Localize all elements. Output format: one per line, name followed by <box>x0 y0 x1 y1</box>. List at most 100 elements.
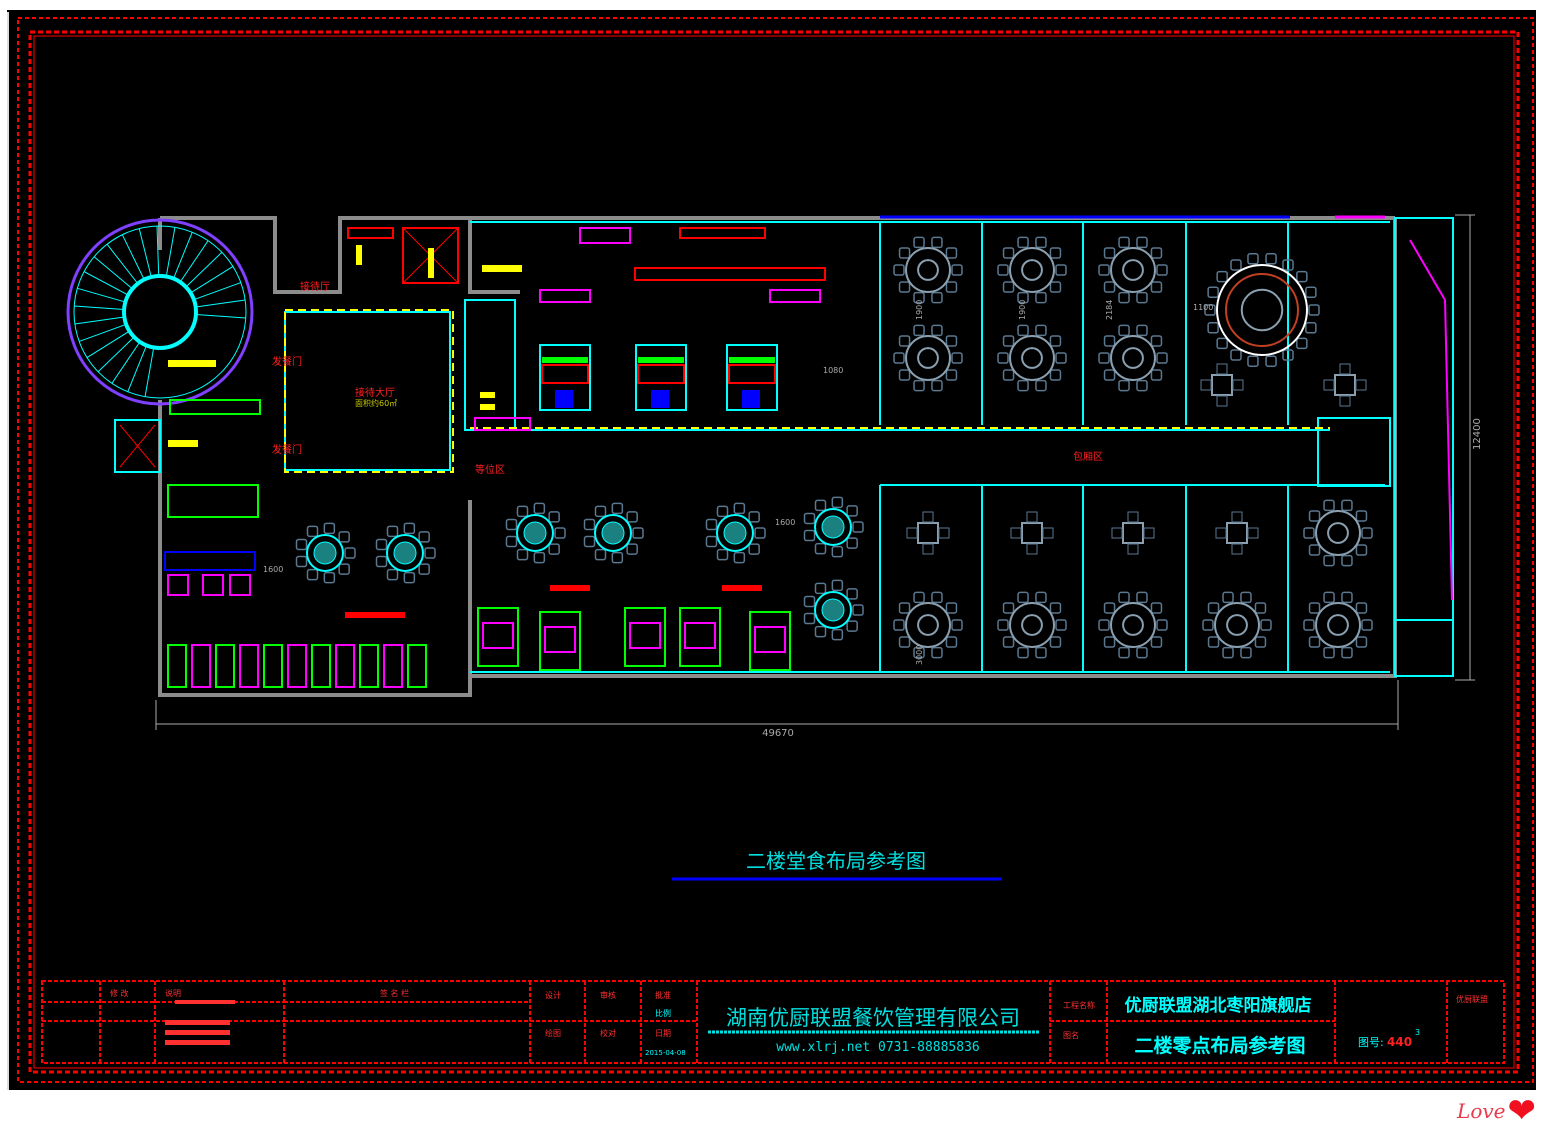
chair <box>922 543 934 555</box>
table-glass <box>523 521 547 545</box>
stair-tread <box>165 227 176 277</box>
drawing-title: 二楼堂食布局参考图 <box>746 849 926 873</box>
chair <box>505 535 518 548</box>
chair <box>1035 646 1047 659</box>
equipment-block <box>347 227 394 239</box>
service-counter <box>167 484 259 518</box>
stair-tread <box>79 323 127 342</box>
square-table <box>1010 511 1054 555</box>
booth-seat <box>383 644 403 688</box>
chair <box>295 555 308 568</box>
booth-seat <box>263 644 283 688</box>
table-top <box>1110 335 1156 381</box>
dining-tables <box>295 236 1373 659</box>
chair <box>1282 349 1294 361</box>
chair <box>344 547 356 559</box>
chair <box>1118 324 1130 337</box>
sink <box>651 390 669 408</box>
chair <box>1323 591 1335 604</box>
chair <box>913 236 925 249</box>
equipment-block <box>164 551 256 571</box>
booth-table <box>539 611 581 671</box>
booth-seat <box>287 644 307 688</box>
floor-plan: 49670 12400 接待大厅 面积约60㎡ 发餐门 发餐门 等位区 接待厅 … <box>66 214 1483 739</box>
chair <box>1103 281 1116 293</box>
lazy-susan <box>1122 259 1144 281</box>
chair <box>913 379 925 392</box>
chair <box>1136 291 1148 304</box>
chair <box>1049 602 1062 614</box>
chair <box>846 537 858 549</box>
chair <box>898 247 911 259</box>
chair <box>951 352 963 364</box>
chair <box>1026 543 1038 555</box>
chair <box>945 281 958 293</box>
chair <box>1207 286 1219 298</box>
chair <box>1103 369 1116 381</box>
chair <box>1098 352 1110 364</box>
round-table <box>893 236 963 304</box>
tb-approver: 批准 <box>655 990 671 1000</box>
chair <box>418 563 430 575</box>
booth-seat <box>407 644 427 688</box>
chair <box>583 535 596 548</box>
chair <box>1303 527 1315 539</box>
chair <box>1296 270 1308 283</box>
chair <box>945 335 958 347</box>
overall-height-dimension: 12400 <box>1472 418 1483 450</box>
booth-seat <box>544 626 576 653</box>
round-table <box>1098 236 1168 304</box>
dimension-label: 1900 <box>915 300 924 320</box>
chair <box>913 324 925 337</box>
booth-table <box>477 607 519 667</box>
chair <box>1017 324 1029 337</box>
chair <box>1361 619 1373 631</box>
model-space-background <box>7 10 1536 1090</box>
tb-company-stamp: 优厨联盟 <box>1456 994 1488 1004</box>
chair <box>533 502 546 515</box>
stair-tread <box>179 240 209 283</box>
stair-tread <box>156 226 160 277</box>
chair <box>1111 527 1123 539</box>
chair <box>1207 636 1220 648</box>
overall-width-dimension: 49670 <box>762 728 794 739</box>
chair <box>375 555 388 568</box>
table-top <box>1009 602 1055 648</box>
two-seat-table <box>202 574 224 596</box>
tb-drawing-number: 440 <box>1387 1035 1412 1049</box>
spiral-staircase <box>66 218 254 406</box>
round-table <box>1098 324 1168 392</box>
dimension-label: 3000 <box>915 645 924 665</box>
corridor-label: 包厢区 <box>1073 450 1103 463</box>
chair <box>1230 259 1242 271</box>
chair <box>705 518 718 531</box>
chair <box>1118 236 1130 249</box>
chair <box>831 579 844 592</box>
chair <box>1010 527 1022 539</box>
booth-seat <box>191 644 211 688</box>
chair <box>1240 646 1252 659</box>
chair <box>893 619 905 631</box>
sink <box>555 390 573 408</box>
chair <box>733 551 746 564</box>
counter-edge <box>638 357 684 363</box>
chair <box>951 619 963 631</box>
tb-date: 2015-04-08 <box>645 1049 686 1057</box>
chair <box>898 369 911 381</box>
equipment-block <box>679 227 766 239</box>
chair <box>1103 335 1116 347</box>
dimension-label: 1600 <box>775 518 795 527</box>
chair <box>1055 264 1067 276</box>
chair <box>1230 349 1242 361</box>
table-top <box>814 591 852 629</box>
booth-seat <box>167 644 187 688</box>
table-glass <box>821 598 845 622</box>
table-top <box>1009 247 1055 293</box>
chair <box>1055 619 1067 631</box>
equipment-block <box>474 417 531 431</box>
chair <box>1035 291 1047 304</box>
chair <box>1339 395 1351 407</box>
chair <box>554 527 566 539</box>
chair <box>1216 270 1228 283</box>
